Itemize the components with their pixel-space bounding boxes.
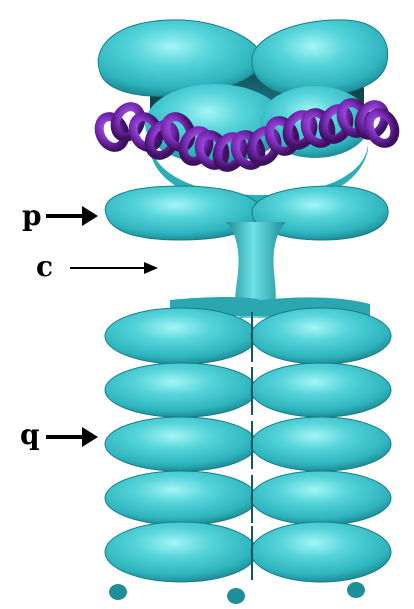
q-disk-pair (105, 417, 391, 471)
q-disk-stack (105, 308, 391, 582)
top-right-lobe (252, 20, 388, 96)
label-q-group: q (20, 418, 98, 451)
q-left-lobe (105, 522, 257, 582)
arrow-p-head (82, 206, 98, 226)
label-c: c (36, 250, 53, 283)
base-feet (109, 582, 365, 604)
q-right-lobe (251, 308, 391, 364)
q-disk-pair (105, 522, 391, 582)
q-left-lobe (105, 417, 257, 471)
q-disk-pair (105, 471, 391, 525)
label-c-group: c (36, 250, 158, 283)
label-q: q (20, 418, 40, 451)
arrow-c-head (144, 262, 158, 274)
q-right-lobe (251, 522, 391, 582)
q-left-lobe (105, 308, 257, 364)
q-right-lobe (251, 363, 391, 417)
q-left-lobe (105, 471, 257, 525)
q-right-lobe (251, 417, 391, 471)
arrow-q-head (82, 427, 98, 447)
q-right-lobe (251, 471, 391, 525)
label-p: p (22, 199, 42, 232)
label-p-group: p (22, 199, 98, 232)
q-left-lobe (105, 363, 257, 417)
q-disk-pair (105, 363, 391, 417)
